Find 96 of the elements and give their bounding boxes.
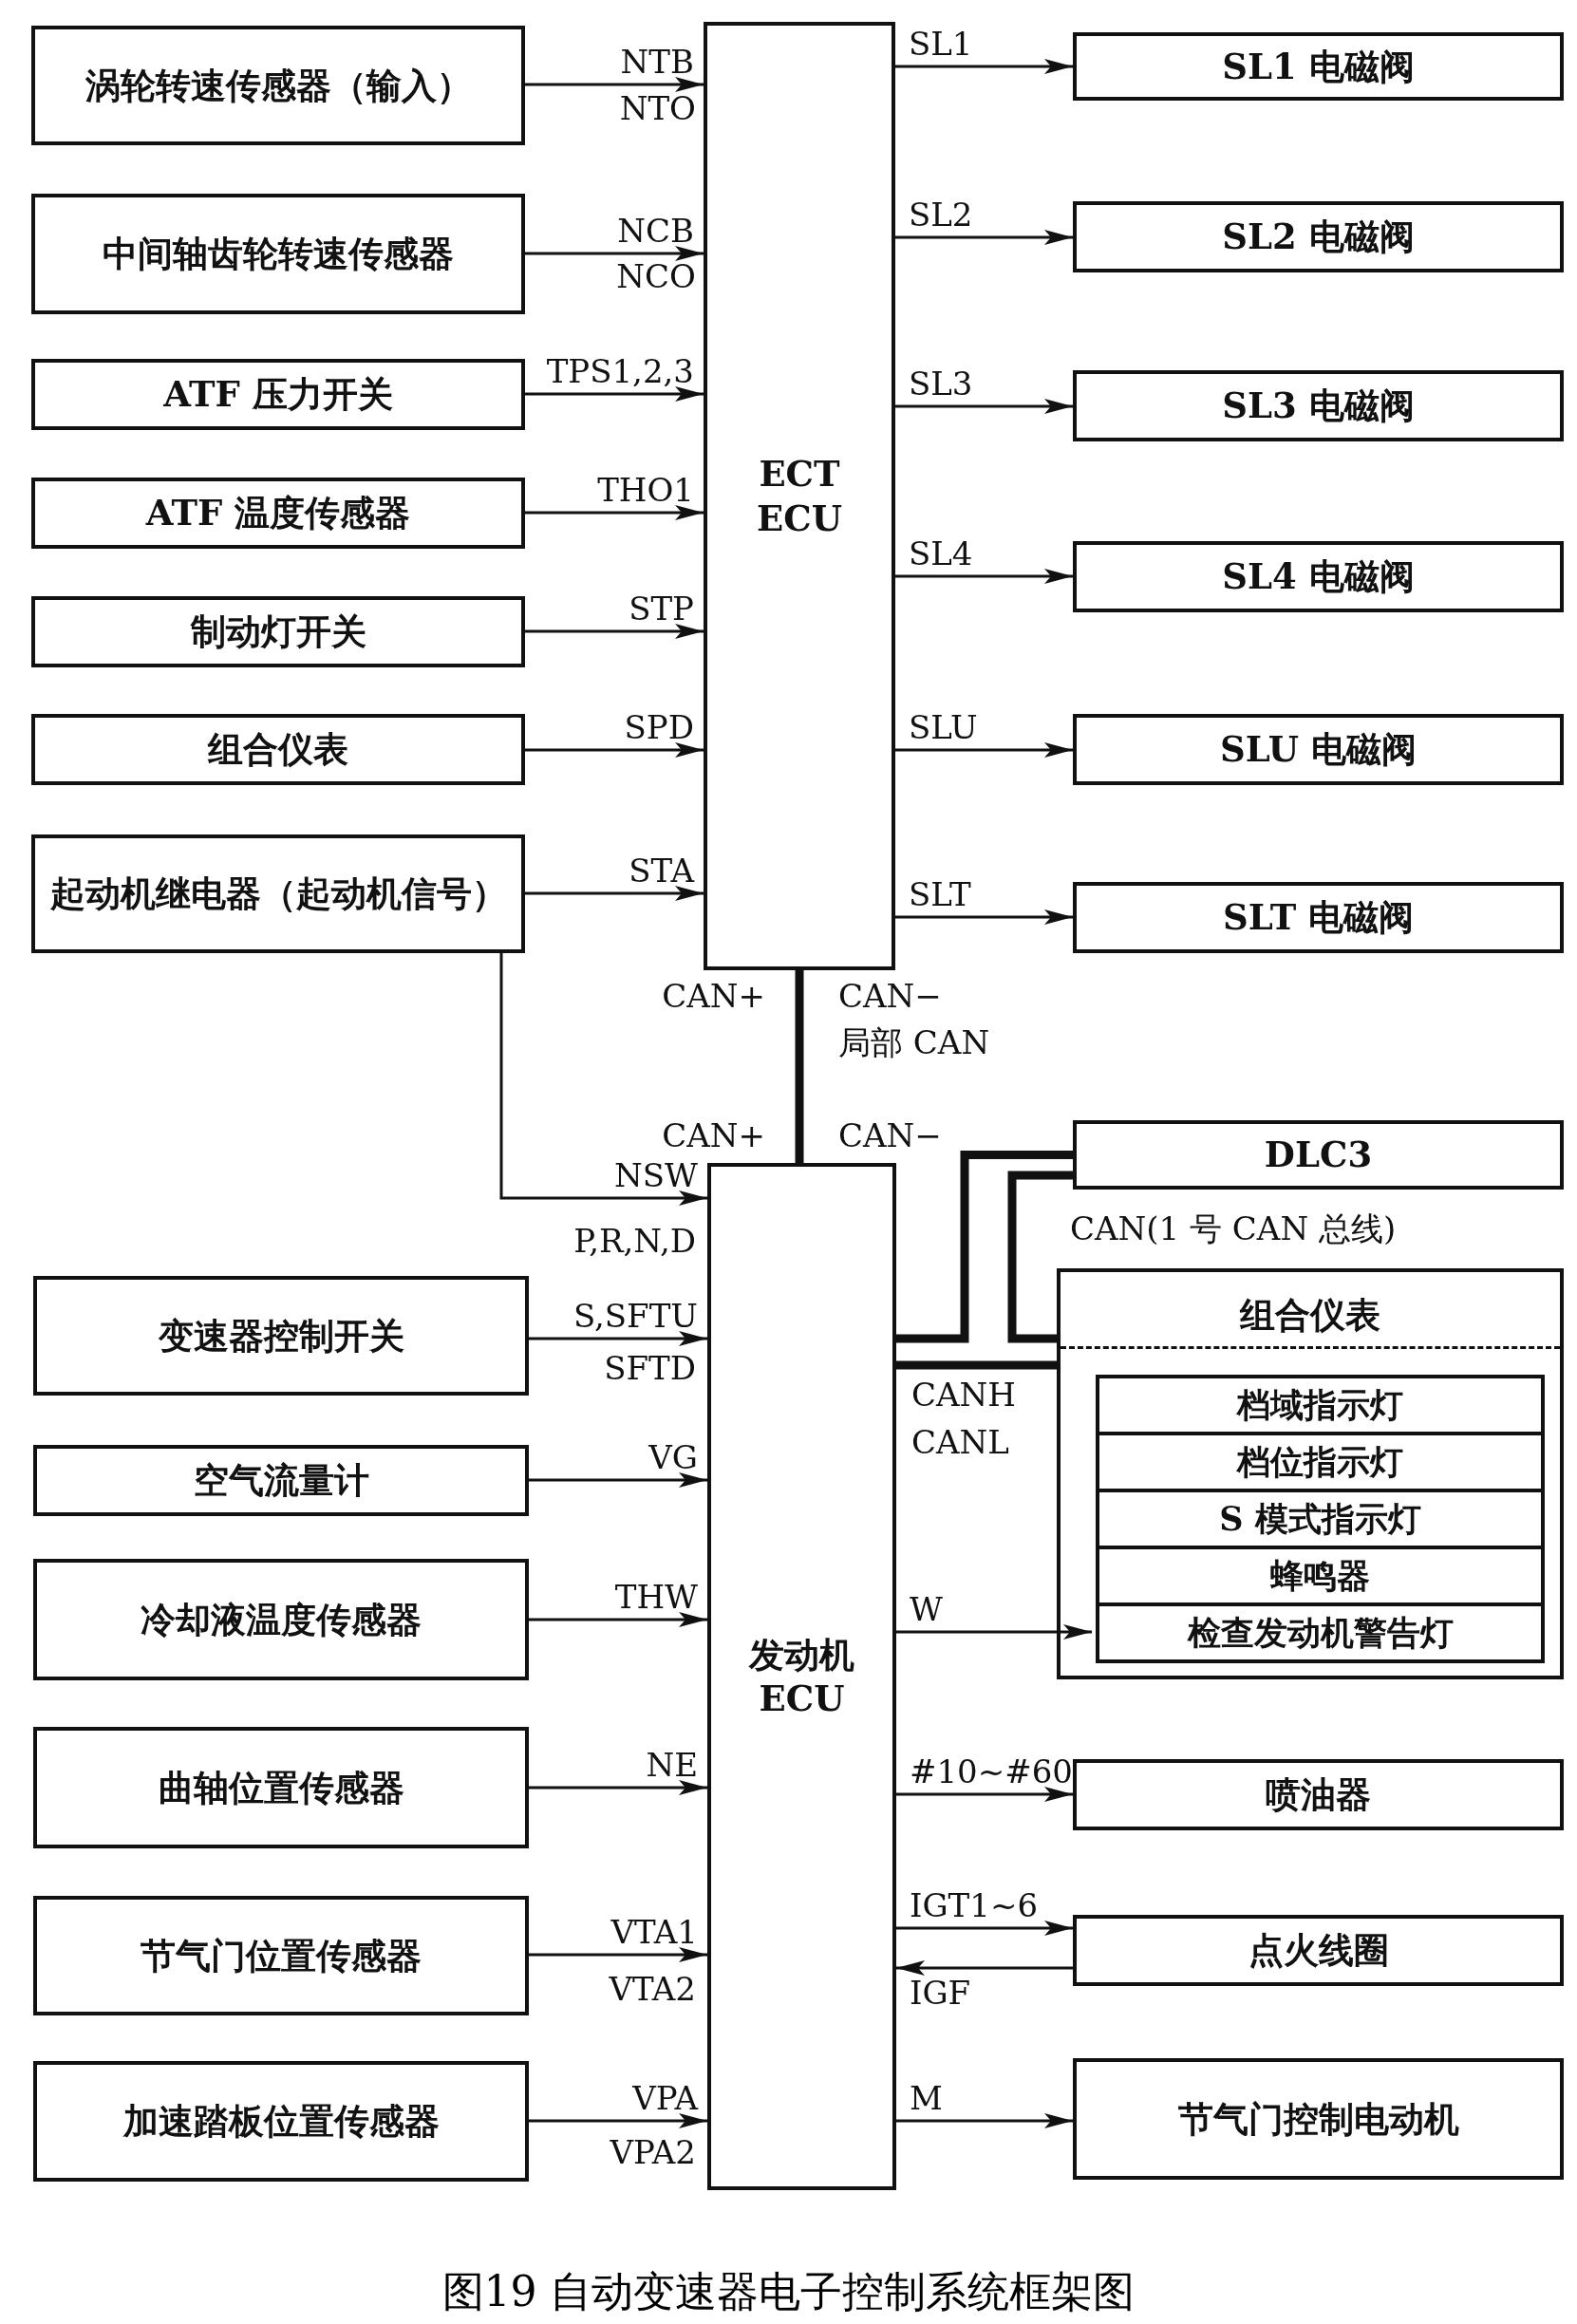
signal-label: NCO — [616, 259, 696, 295]
signal-label: SLU — [909, 709, 978, 745]
signal-label: NSW — [614, 1157, 698, 1193]
block-box: 节气门控制电动机 — [1073, 2058, 1564, 2180]
can-bus-line — [795, 970, 804, 1163]
block-box: SLT 电磁阀 — [1073, 882, 1564, 953]
signal-label: SL4 — [909, 535, 973, 572]
bus-label: CAN(1 号 CAN 总线) — [1070, 1211, 1397, 1247]
panel-heading: 组合仪表 — [1238, 1293, 1381, 1338]
block-box: DLC3 — [1073, 1120, 1564, 1190]
arrow — [529, 1947, 707, 1962]
signal-label: NTO — [619, 91, 696, 127]
arrow — [896, 2113, 1073, 2128]
arrow — [525, 742, 704, 758]
arrow — [529, 2113, 707, 2128]
arrow — [895, 569, 1073, 584]
signal-label: CAN− — [838, 979, 942, 1015]
signal-label: VTA2 — [609, 1972, 696, 2008]
arrow — [895, 399, 1073, 414]
arrow — [895, 742, 1073, 758]
block-box: 曲轴位置传感器 — [33, 1727, 529, 1848]
block-box: 冷却液温度传感器 — [33, 1559, 529, 1680]
arrow — [896, 1624, 1092, 1640]
signal-label: THO1 — [597, 472, 694, 508]
ecu-box: ECT ECU — [704, 22, 895, 970]
signal-label: 局部 CAN — [838, 1025, 990, 1061]
arrow — [895, 230, 1073, 245]
signal-label: SL1 — [909, 26, 973, 62]
signal-label: CANH — [911, 1378, 1016, 1414]
signal-label: S,SFTU — [573, 1298, 698, 1334]
block-box: 喷油器 — [1073, 1759, 1564, 1830]
arrow — [896, 1921, 1073, 1936]
signal-label: NCB — [617, 213, 694, 249]
arrow — [896, 1960, 1073, 1976]
signal-label: NE — [646, 1747, 698, 1783]
signal-label: THW — [614, 1579, 698, 1615]
block-box: 起动机继电器（起动机信号） — [31, 834, 525, 953]
arrow — [525, 505, 704, 520]
arrow — [525, 386, 704, 402]
block-box: SL1 电磁阀 — [1073, 32, 1564, 101]
arrow — [895, 909, 1073, 925]
block-box: 中间轴齿轮转速传感器 — [31, 194, 525, 314]
signal-label: SL3 — [909, 365, 973, 402]
signal-label: IGT1~6 — [910, 1887, 1039, 1923]
block-box: 变速器控制开关 — [33, 1276, 529, 1396]
ecu-box: 发动机 ECU — [707, 1163, 896, 2190]
block-box: 制动灯开关 — [31, 596, 525, 667]
signal-label: SL2 — [909, 197, 973, 233]
block-box: 空气流量计 — [33, 1445, 529, 1516]
block-box: SL3 电磁阀 — [1073, 370, 1564, 441]
arrow — [529, 1780, 707, 1795]
signal-label: P,R,N,D — [573, 1224, 696, 1260]
arrow — [499, 953, 707, 1206]
block-box: 组合仪表 — [31, 714, 525, 785]
signal-label: VPA — [632, 2080, 698, 2116]
signal-label: VPA2 — [610, 2135, 696, 2171]
block-box: 节气门位置传感器 — [33, 1896, 529, 2015]
signal-label: W — [910, 1591, 943, 1627]
signal-label: #10~#60 — [910, 1753, 1073, 1790]
signal-label: CAN+ — [662, 979, 765, 1015]
arrow — [525, 886, 704, 901]
arrow — [525, 246, 704, 261]
can-bus-line — [896, 1360, 1057, 1370]
arrow — [525, 624, 704, 639]
figure-caption: 图19 自动变速器电子控制系统框架图 — [441, 2266, 1136, 2317]
block-box: SLU 电磁阀 — [1073, 714, 1564, 785]
signal-label: SLT — [909, 876, 971, 912]
block-box: 加速踏板位置传感器 — [33, 2061, 529, 2182]
instrument-cluster-panel — [1057, 1268, 1564, 1679]
block-box: ATF 温度传感器 — [31, 478, 525, 549]
signal-label: VTA1 — [610, 1914, 698, 1950]
signal-label: VG — [648, 1439, 698, 1475]
block-box: 涡轮转速传感器（输入） — [31, 26, 525, 145]
can-bus-line — [896, 1151, 1073, 1343]
signal-label: IGF — [910, 1976, 971, 2012]
block-box: ATF 压力开关 — [31, 359, 525, 430]
block-box: 点火线圈 — [1073, 1915, 1564, 1986]
arrow — [529, 1331, 707, 1346]
block-box: SL2 电磁阀 — [1073, 201, 1564, 272]
signal-label: CAN− — [838, 1118, 942, 1154]
can-bus-line — [1007, 1171, 1073, 1343]
signal-label: SFTD — [604, 1351, 696, 1387]
signal-label: STP — [629, 590, 694, 627]
arrow — [525, 77, 704, 92]
signal-label: CANL — [911, 1425, 1009, 1461]
arrow — [529, 1472, 707, 1488]
signal-label: TPS1,2,3 — [546, 353, 694, 389]
signal-label: NTB — [620, 44, 694, 80]
signal-label: SPD — [624, 709, 694, 745]
signal-label: CAN+ — [662, 1118, 765, 1154]
arrow — [895, 59, 1073, 74]
block-box: SL4 电磁阀 — [1073, 541, 1564, 612]
signal-label: M — [910, 2080, 943, 2116]
signal-label: STA — [629, 853, 694, 889]
arrow — [529, 1612, 707, 1627]
arrow — [896, 1787, 1073, 1802]
